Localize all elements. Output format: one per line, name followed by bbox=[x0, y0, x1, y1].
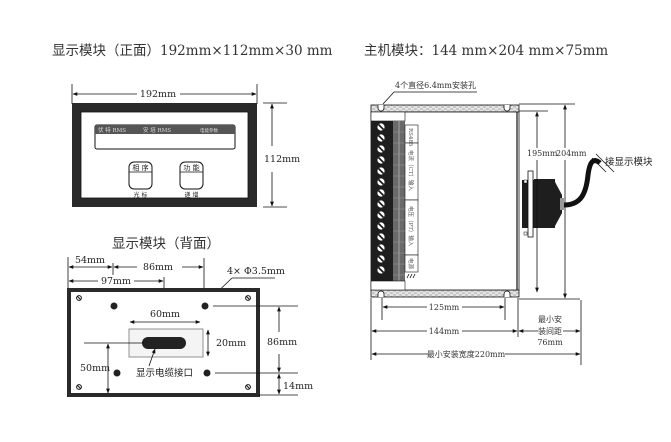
phase-sequence-button[interactable]: 相 序 bbox=[128, 161, 153, 190]
front-view-title: 显示模块（正面）192mm×112mm×30 mm bbox=[52, 43, 333, 59]
back-view: 显示模块（背面） 54mm 86mm 97mm 4× Φ3.5mm bbox=[67, 236, 313, 397]
terminal-top-cap bbox=[370, 111, 406, 122]
min-spacing-label-1: 最小安 bbox=[538, 314, 562, 324]
mount-slot bbox=[503, 290, 511, 297]
button-top-label: 功 能 bbox=[183, 163, 199, 172]
dim-54-label: 54mm bbox=[75, 255, 105, 266]
cable-port-slot bbox=[142, 337, 186, 349]
main-module-view: 主机模块：144 mm×204 mm×75mm 4个直径6.4mm安装孔 RS4… bbox=[364, 43, 653, 365]
button-top-label: 相 序 bbox=[132, 163, 148, 172]
display-cable bbox=[563, 158, 602, 208]
mount-hole-label: 4个直径6.4mm安装孔 bbox=[395, 80, 476, 90]
dim-86-top-label: 86mm bbox=[143, 262, 173, 273]
screw-slot bbox=[377, 134, 385, 142]
screw-slot bbox=[377, 123, 385, 131]
dim-60-label: 60mm bbox=[150, 309, 180, 320]
cable-port-label: 显示电缆接口 bbox=[136, 367, 193, 379]
button-bottom-label: 递 增 bbox=[185, 191, 199, 199]
screw-slot bbox=[377, 156, 385, 164]
back-view-title: 显示模块（背面） bbox=[112, 236, 220, 252]
min-spacing-label-2: 装间距 bbox=[538, 326, 562, 336]
mounting-hole bbox=[201, 302, 209, 310]
display-label-voltage: 伏 特 RMS bbox=[98, 126, 126, 134]
mounting-hole bbox=[203, 369, 211, 377]
dim-97-label: 97mm bbox=[101, 276, 131, 287]
function-button[interactable]: 功 能 bbox=[179, 161, 204, 190]
screw-slot bbox=[377, 266, 385, 274]
mount-slot bbox=[503, 105, 511, 112]
dim-50-label: 50mm bbox=[80, 363, 110, 374]
screw-slot bbox=[377, 244, 385, 252]
display-label-energy: 电能参数 bbox=[200, 127, 218, 134]
width-192-label: 192mm bbox=[140, 89, 176, 100]
dim-86-right-label: 86mm bbox=[267, 337, 297, 348]
main-module-title: 主机模块：144 mm×204 mm×75mm bbox=[364, 43, 608, 59]
dim-14-label: 14mm bbox=[283, 381, 313, 392]
min-spacing-value: 76mm bbox=[537, 338, 563, 347]
screw-slot bbox=[377, 233, 385, 241]
terminal-label-ct: 电流（CT）输入 bbox=[407, 150, 415, 191]
cable-break-mark bbox=[591, 157, 607, 173]
bottom-flange bbox=[370, 289, 520, 298]
terminal-label-box bbox=[404, 254, 419, 273]
display-label-current: 安 培 RMS bbox=[143, 126, 171, 134]
terminal-label-pt: 电压（PT）输入 bbox=[407, 206, 415, 247]
screw-slot bbox=[377, 189, 385, 197]
top-flange bbox=[370, 104, 520, 113]
display-header bbox=[95, 125, 235, 134]
dim-195-label: 195mm bbox=[527, 149, 558, 158]
screw-slot bbox=[377, 178, 385, 186]
hole-spec-label: 4× Φ3.5mm bbox=[227, 266, 285, 277]
button-bottom-label: 光 标 bbox=[134, 191, 148, 199]
ground-icon bbox=[406, 273, 416, 279]
corner-screw-icon bbox=[76, 295, 251, 390]
screw-slot bbox=[377, 200, 385, 208]
screw-slot bbox=[377, 211, 385, 219]
screw-slot bbox=[377, 167, 385, 175]
terminal-label-rs485: RS485 bbox=[407, 128, 413, 147]
dim-125-label: 125mm bbox=[429, 303, 460, 312]
screw-slot bbox=[377, 222, 385, 230]
connect-display-label: 接显示模块 bbox=[605, 156, 653, 168]
leader-line bbox=[148, 348, 156, 367]
terminal-screws bbox=[377, 123, 385, 274]
dim-144-label: 144mm bbox=[429, 327, 460, 336]
height-112-label: 112mm bbox=[264, 154, 300, 165]
screw-slot bbox=[377, 145, 385, 153]
screw-slot bbox=[377, 255, 385, 263]
mounting-hole bbox=[113, 369, 121, 377]
cable-break-mark bbox=[595, 153, 615, 173]
mount-slot bbox=[377, 105, 385, 112]
dim-20-label: 20mm bbox=[216, 338, 246, 349]
mount-slot bbox=[377, 290, 385, 297]
front-view: 显示模块（正面）192mm×112mm×30 mm 192mm 伏 特 RMS … bbox=[52, 43, 333, 208]
label-bg bbox=[538, 326, 563, 335]
terminal-bottom-cap bbox=[370, 280, 406, 291]
dim-204-label: 204mm bbox=[556, 149, 587, 158]
terminal-label-power: 电源 bbox=[407, 258, 415, 270]
db-connector bbox=[522, 170, 564, 238]
leader-line bbox=[382, 91, 395, 105]
min-width-label: 最小安装宽度220mm bbox=[427, 349, 506, 359]
mounting-hole bbox=[110, 302, 118, 310]
